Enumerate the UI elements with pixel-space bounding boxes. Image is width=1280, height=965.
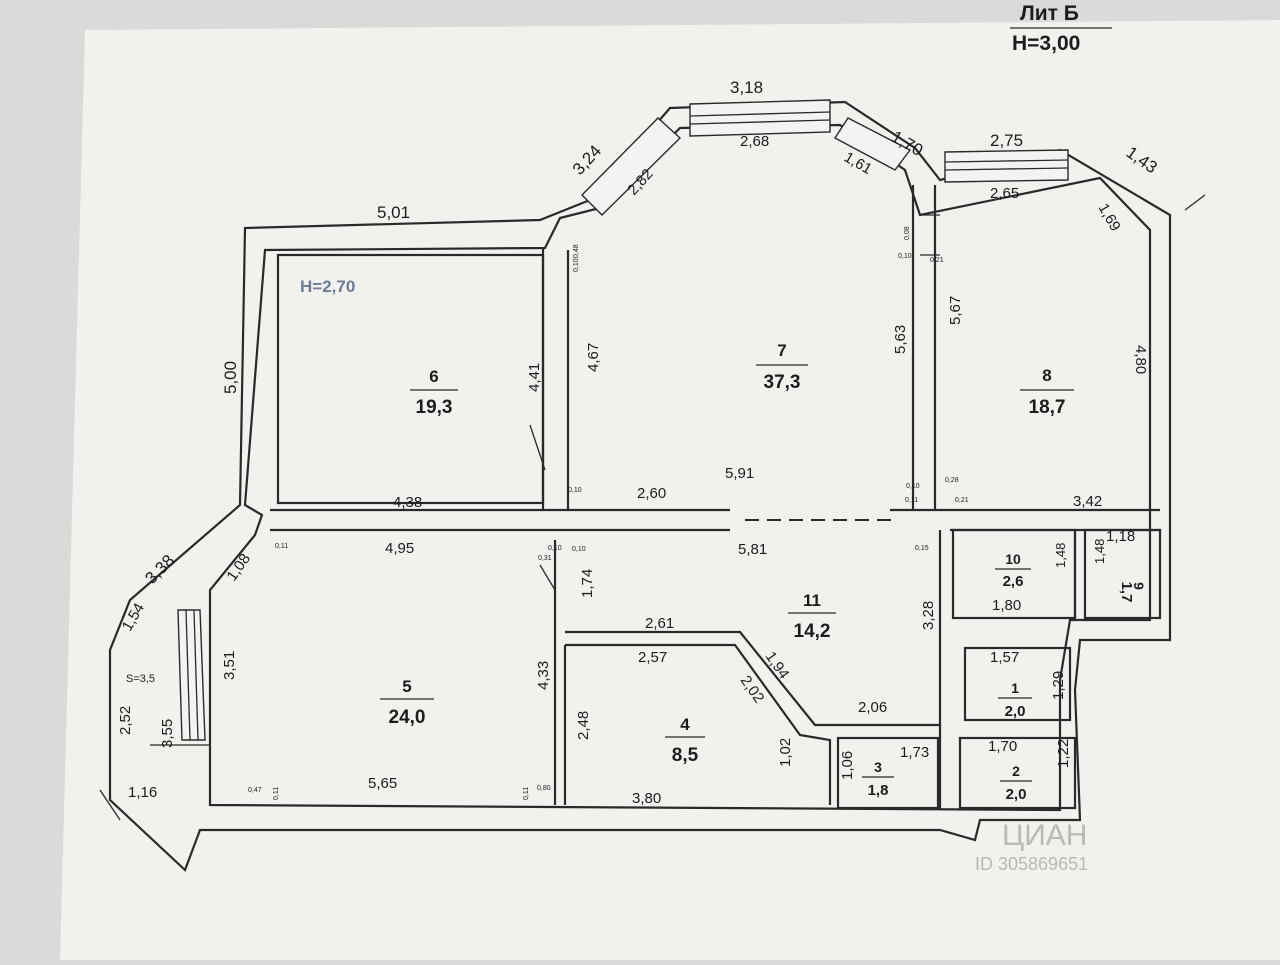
mark-label: 0,11 [275,543,288,550]
dim-label: 3,28 [920,601,937,630]
dim-label: 1,57 [990,649,1019,666]
dim-label: 2,75 [990,131,1023,150]
dim-label: 1,22 [1055,739,1072,768]
dim-label: 4,67 [585,343,602,372]
room-1-area: 2,0 [1005,703,1026,720]
dim-label: 1,48 [1053,543,1068,568]
room-4-number: 4 [680,715,690,734]
room-7-area: 37,3 [764,372,801,393]
watermark-brand: ЦИАН [1002,819,1087,852]
dim-label: 5,00 [221,361,240,394]
mark-label: 0,21 [955,497,969,504]
dim-label: 2,52 [117,706,134,735]
dim-label: 4,80 [1132,345,1149,374]
dim-label: 5,91 [725,465,754,482]
dim-label: 4,38 [393,494,422,511]
dim-label: 5,67 [947,296,964,325]
room-5-number: 5 [402,677,411,696]
watermark-id: ID 305869651 [975,854,1088,874]
dim-label: 3,42 [1073,493,1102,510]
room-labels: 6 19,3 7 37,3 8 18,7 5 24,0 11 14,2 4 8,… [380,341,1147,803]
dim-label: 5,81 [738,541,767,558]
dim-label: 1,16 [128,784,157,801]
dim-label: 5,65 [368,775,397,792]
dim-label: 2,68 [740,133,769,150]
mark-label: 0,11 [523,787,530,800]
mark-label: 0,08 [904,226,911,240]
dim-label: 1,70 [988,738,1017,755]
dim-label: 1,48 [1092,539,1107,564]
paper-sheet [60,20,1280,960]
room-2-number: 2 [1012,763,1020,779]
dim-label: 1,18 [1106,528,1135,545]
windows [177,99,1069,741]
mark-label: 0,48 [573,244,580,258]
dim-label: 5,63 [892,325,909,354]
room-9-number: 9 [1131,582,1147,590]
dim-label: 3,55 [159,719,176,748]
dim-label: 2,48 [575,711,592,740]
dim-label: 1,02 [777,738,794,767]
dim-label: 4,41 [526,363,543,392]
dim-label: 1,73 [900,744,929,761]
header-height: H=3,00 [1012,32,1080,55]
interior-walls [270,185,1162,810]
mark-label: 0,15 [915,545,929,552]
mark-label: 0,80 [537,785,551,792]
dim-label: 2,60 [637,485,666,502]
mark-label: 0,31 [538,555,552,562]
dim-label: S=3,5 [126,673,155,685]
mark-label: 0,21 [930,257,944,264]
mark-label: 0,28 [945,477,959,484]
header-letter: Лит Б [1020,2,1079,25]
mark-label: 0,11 [273,787,280,800]
room-6-number: 6 [429,367,438,386]
room-1-number: 1 [1011,680,1019,696]
mark-label: 0,10 [573,258,580,272]
dim-label: 3,51 [221,651,238,680]
room-8-area: 18,7 [1029,397,1066,418]
mark-label: 0,10 [548,545,562,552]
dim-label: 3,80 [632,790,661,807]
dim-label: 1,80 [992,597,1021,614]
room-2-area: 2,0 [1006,786,1027,803]
room-9-area: 1,7 [1118,582,1135,603]
mark-label: 0,11 [905,497,918,504]
dim-label: 1,29 [1050,671,1067,700]
room-8-number: 8 [1042,366,1051,385]
dim-label: 2,57 [638,649,667,666]
room-11-area: 14,2 [794,621,831,642]
mark-label: 0,10 [572,546,586,553]
dim-label: 1,74 [579,569,596,598]
dim-label: 1,06 [839,751,856,780]
dim-label: 5,01 [377,203,410,222]
mark-label: 0,10 [906,483,920,490]
dim-label: 4,33 [535,661,552,690]
ceiling-height-note: H=2,70 [300,277,355,296]
dim-label: 2,61 [645,615,674,632]
door-swings [99,194,1206,821]
room-3-number: 3 [874,759,882,775]
room-4-area: 8,5 [672,745,699,766]
room-3-area: 1,8 [868,782,889,799]
dim-label: 2,06 [858,699,887,716]
room-6-area: 19,3 [416,397,453,418]
small-marks: 0,48 0,10 0,08 0,10 0,21 0,28 0,10 0,21 … [248,226,969,800]
dim-label: 2,65 [990,185,1019,202]
dim-label: 3,18 [730,78,763,97]
mark-label: 0,10 [568,487,582,494]
room-7-number: 7 [777,341,786,360]
room-5-area: 24,0 [389,707,426,728]
room-10-area: 2,6 [1003,573,1024,590]
dim-label: 4,95 [385,540,414,557]
mark-label: 0,47 [248,787,262,794]
mark-label: 0,10 [898,253,912,260]
room-10-number: 10 [1005,551,1021,567]
room-11-number: 11 [803,591,821,610]
